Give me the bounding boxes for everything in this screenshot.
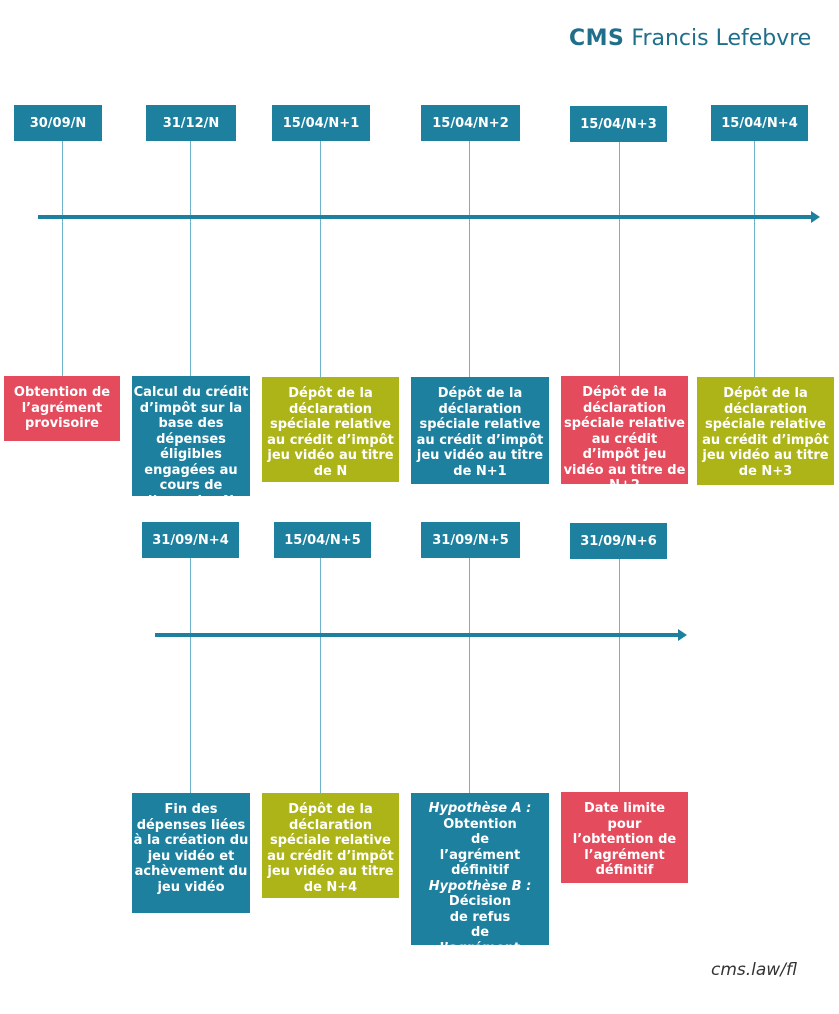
event-box: Dépôt de la déclaration spéciale relativ…: [262, 793, 399, 898]
event-box: Obtention de l’agrément provisoire: [4, 376, 120, 441]
event-box: Date limite pour l’obtention de l’agréme…: [561, 792, 688, 883]
connector-line: [619, 142, 620, 376]
connector-line: [619, 559, 620, 792]
event-box: Fin des dépenses liées à la création du …: [132, 793, 250, 913]
date-label: 15/04/N+5: [274, 522, 371, 558]
event-box: Dépôt de la déclaration spéciale relativ…: [262, 377, 399, 482]
cms-logo: CMS Francis Lefebvre: [569, 26, 811, 51]
hypothesis-a-text: Obtention de l’agrément définitif: [439, 816, 521, 879]
event-box: Dépôt de la déclaration spéciale relativ…: [411, 377, 549, 484]
date-label: 31/09/N+6: [570, 523, 667, 559]
connector-line: [469, 141, 470, 377]
date-label: 15/04/N+4: [711, 105, 808, 141]
event-box: Calcul du crédit d’impôt sur la base des…: [132, 376, 250, 496]
date-label: 15/04/N+3: [570, 106, 667, 142]
date-label: 15/04/N+2: [421, 105, 520, 141]
timeline-arrow: [38, 211, 820, 223]
connector-line: [469, 558, 470, 793]
hypothesis-b-label: Hypothèse B :: [428, 878, 532, 894]
timeline-arrow: [155, 629, 687, 641]
date-label: 15/04/N+1: [272, 105, 370, 141]
event-box-hypotheses: Hypothèse A : Obtention de l’agrément dé…: [411, 793, 549, 945]
hypothesis-a-label: Hypothèse A :: [428, 801, 532, 816]
hypothesis-b-text: Décision de refus de l’agrément définiti…: [440, 894, 521, 945]
date-label: 31/12/N: [146, 105, 236, 141]
connector-line: [190, 558, 191, 793]
date-label: 31/09/N+4: [142, 522, 239, 558]
footer-url: cms.law/fl: [711, 960, 797, 980]
connector-line: [320, 558, 321, 793]
connector-line: [320, 141, 321, 377]
logo-brand: CMS: [569, 26, 625, 51]
connector-line: [62, 141, 63, 376]
logo-firm: Francis Lefebvre: [631, 26, 812, 51]
event-box: Dépôt de la déclaration spéciale relativ…: [561, 376, 688, 484]
date-label: 30/09/N: [14, 105, 102, 141]
connector-line: [190, 141, 191, 376]
date-label: 31/09/N+5: [421, 522, 520, 558]
connector-line: [754, 141, 755, 377]
event-box: Dépôt de la déclaration spéciale relativ…: [697, 377, 834, 485]
